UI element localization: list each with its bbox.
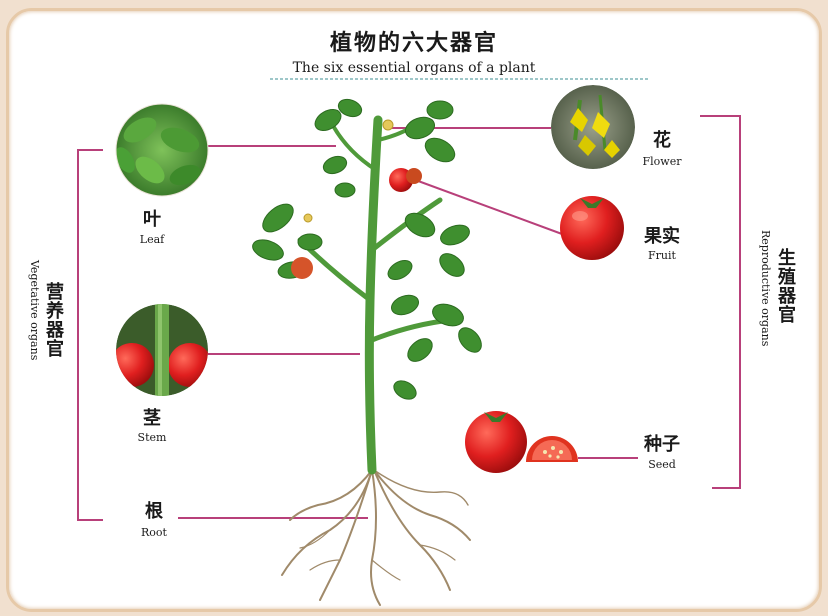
fruit-label-chinese: 果实 (644, 226, 680, 247)
stem-label-english: Stem (137, 431, 167, 444)
vegetative-label-english: Vegetative organs (28, 260, 41, 361)
seed-label-english: Seed (648, 458, 676, 471)
fruit-label-english: Fruit (648, 249, 676, 262)
vegetative-bracket (77, 149, 103, 521)
plant-roots (281, 469, 471, 606)
vegetative-label-chinese: 营养器官 (43, 282, 64, 358)
seed-label-chinese: 种子 (644, 434, 680, 455)
leaf-label-chinese: 叶 (143, 209, 161, 230)
fruit-connector (409, 177, 563, 235)
leaf-label-english: Leaf (139, 233, 165, 246)
reproductive-label-chinese: 生殖器官 (775, 248, 796, 324)
flower-label-chinese: 花 (653, 130, 671, 151)
plant-flowers (303, 119, 394, 223)
reproductive-bracket (700, 115, 741, 489)
title-english: The six essential organs of a plant (292, 60, 536, 76)
reproductive-label-english: Reproductive organs (759, 230, 772, 347)
plant-fruit-3 (291, 257, 313, 279)
root-label-english: Root (141, 526, 167, 539)
plant-stem (297, 115, 453, 475)
plant-leaves (252, 98, 482, 400)
leaf-photo (116, 104, 208, 196)
stem-photo (116, 304, 208, 396)
flower-photo (551, 85, 635, 169)
title-chinese: 植物的六大器官 (329, 31, 498, 56)
seed-photo (465, 411, 578, 473)
stem-label-chinese: 茎 (143, 408, 161, 429)
flower-label-english: Flower (642, 155, 682, 168)
plant-fruit-2 (406, 168, 422, 184)
fruit-photo (560, 196, 624, 260)
root-label-chinese: 根 (145, 501, 163, 522)
